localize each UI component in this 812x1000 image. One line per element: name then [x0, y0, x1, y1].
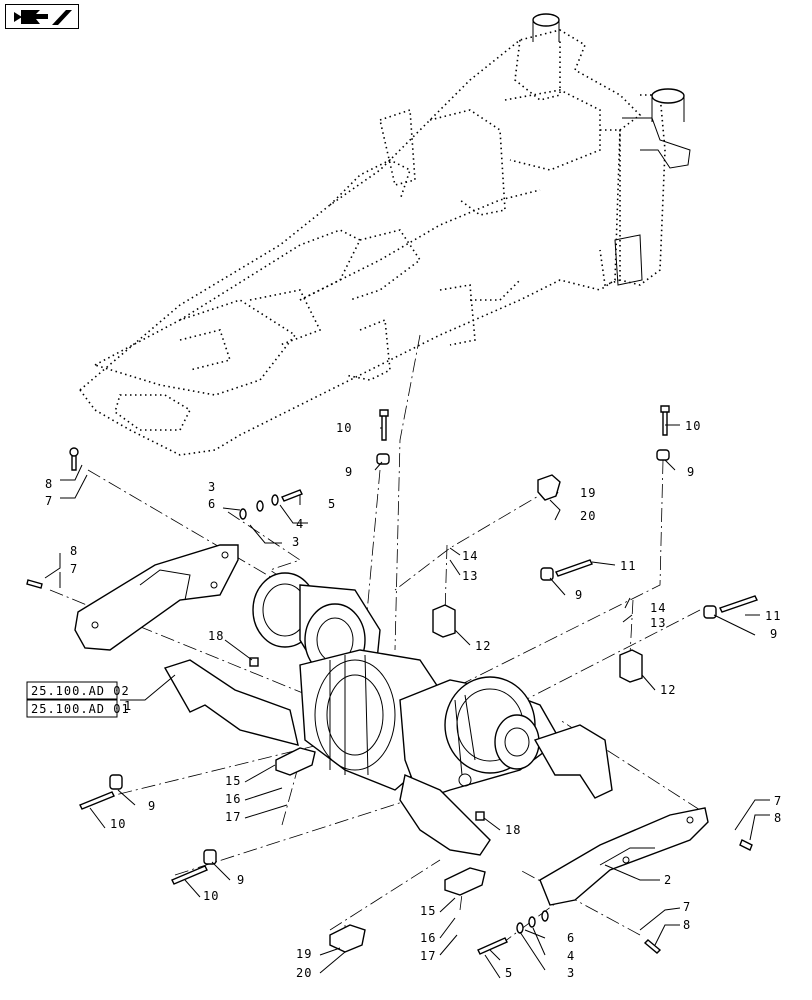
callout-label: 8 [774, 811, 782, 825]
callout-label: 13 [650, 616, 666, 630]
callout-label: 15 [420, 904, 436, 918]
right-bracket [539, 807, 709, 906]
reference-label[interactable]: 25.100.AD 01 [31, 702, 130, 716]
callout-label: 11 [620, 559, 636, 573]
callout-label: 7 [774, 794, 782, 808]
callout-label: 10 [685, 419, 701, 433]
callout-label: 20 [296, 966, 312, 980]
callout-label: 15 [225, 774, 241, 788]
chassis-frame [79, 29, 666, 456]
callout-label: 13 [462, 569, 478, 583]
hardware-parts [26, 405, 758, 955]
reference-box: 25.100.AD 02 25.100.AD 01 [26, 681, 130, 718]
callout-label: 7 [70, 562, 78, 576]
callout-label: 14 [650, 601, 666, 615]
callout-label: 8 [683, 918, 691, 932]
callout-label: 6 [567, 931, 575, 945]
callout-label: 10 [203, 889, 219, 903]
callout-label: 5 [328, 497, 336, 511]
callout-label: 9 [345, 465, 353, 479]
callout-label: 2 [664, 873, 672, 887]
callout-label: 9 [148, 799, 156, 813]
callout-label: 16 [420, 931, 436, 945]
callout-label: 8 [45, 477, 53, 491]
callout-label: 19 [296, 947, 312, 961]
callout-labels: 1 2 3 3 3 4 4 5 5 6 6 7 7 7 7 8 8 8 8 9 … [45, 419, 782, 980]
callout-label: 9 [687, 465, 695, 479]
reference-box-2[interactable] [26, 699, 118, 718]
left-bracket [74, 544, 239, 651]
callout-label: 17 [420, 949, 436, 963]
callout-label: 5 [505, 966, 513, 980]
callout-label: 18 [208, 629, 224, 643]
reference-box-1[interactable] [26, 681, 118, 700]
chassis-towers [532, 13, 691, 286]
axle-assembly [163, 572, 613, 856]
callout-label: 12 [660, 683, 676, 697]
callout-label: 16 [225, 792, 241, 806]
callout-label: 14 [462, 549, 478, 563]
book-arrow-icon [14, 10, 72, 25]
callout-label: 4 [296, 517, 304, 531]
navigation-button[interactable] [5, 4, 79, 29]
callout-label: 3 [208, 480, 216, 494]
callout-label: 19 [580, 486, 596, 500]
callout-label: 3 [292, 535, 300, 549]
callout-label: 20 [580, 509, 596, 523]
reference-label[interactable]: 25.100.AD 02 [31, 684, 130, 698]
callout-label: 18 [505, 823, 521, 837]
callout-label: 3 [567, 966, 575, 980]
callout-label: 9 [575, 588, 583, 602]
callout-label: 9 [237, 873, 245, 887]
callout-label: 12 [475, 639, 491, 653]
callout-label: 11 [765, 609, 781, 623]
callout-label: 1 [124, 699, 132, 713]
callout-label: 4 [567, 949, 575, 963]
callout-label: 17 [225, 810, 241, 824]
callout-label: 7 [45, 494, 53, 508]
callout-label: 6 [208, 497, 216, 511]
callout-label: 8 [70, 544, 78, 558]
center-lines [49, 334, 701, 946]
callout-label: 10 [336, 421, 352, 435]
leader-lines [44, 424, 770, 979]
callout-label: 7 [683, 900, 691, 914]
callout-label: 9 [770, 627, 778, 641]
callout-label: 10 [110, 817, 126, 831]
